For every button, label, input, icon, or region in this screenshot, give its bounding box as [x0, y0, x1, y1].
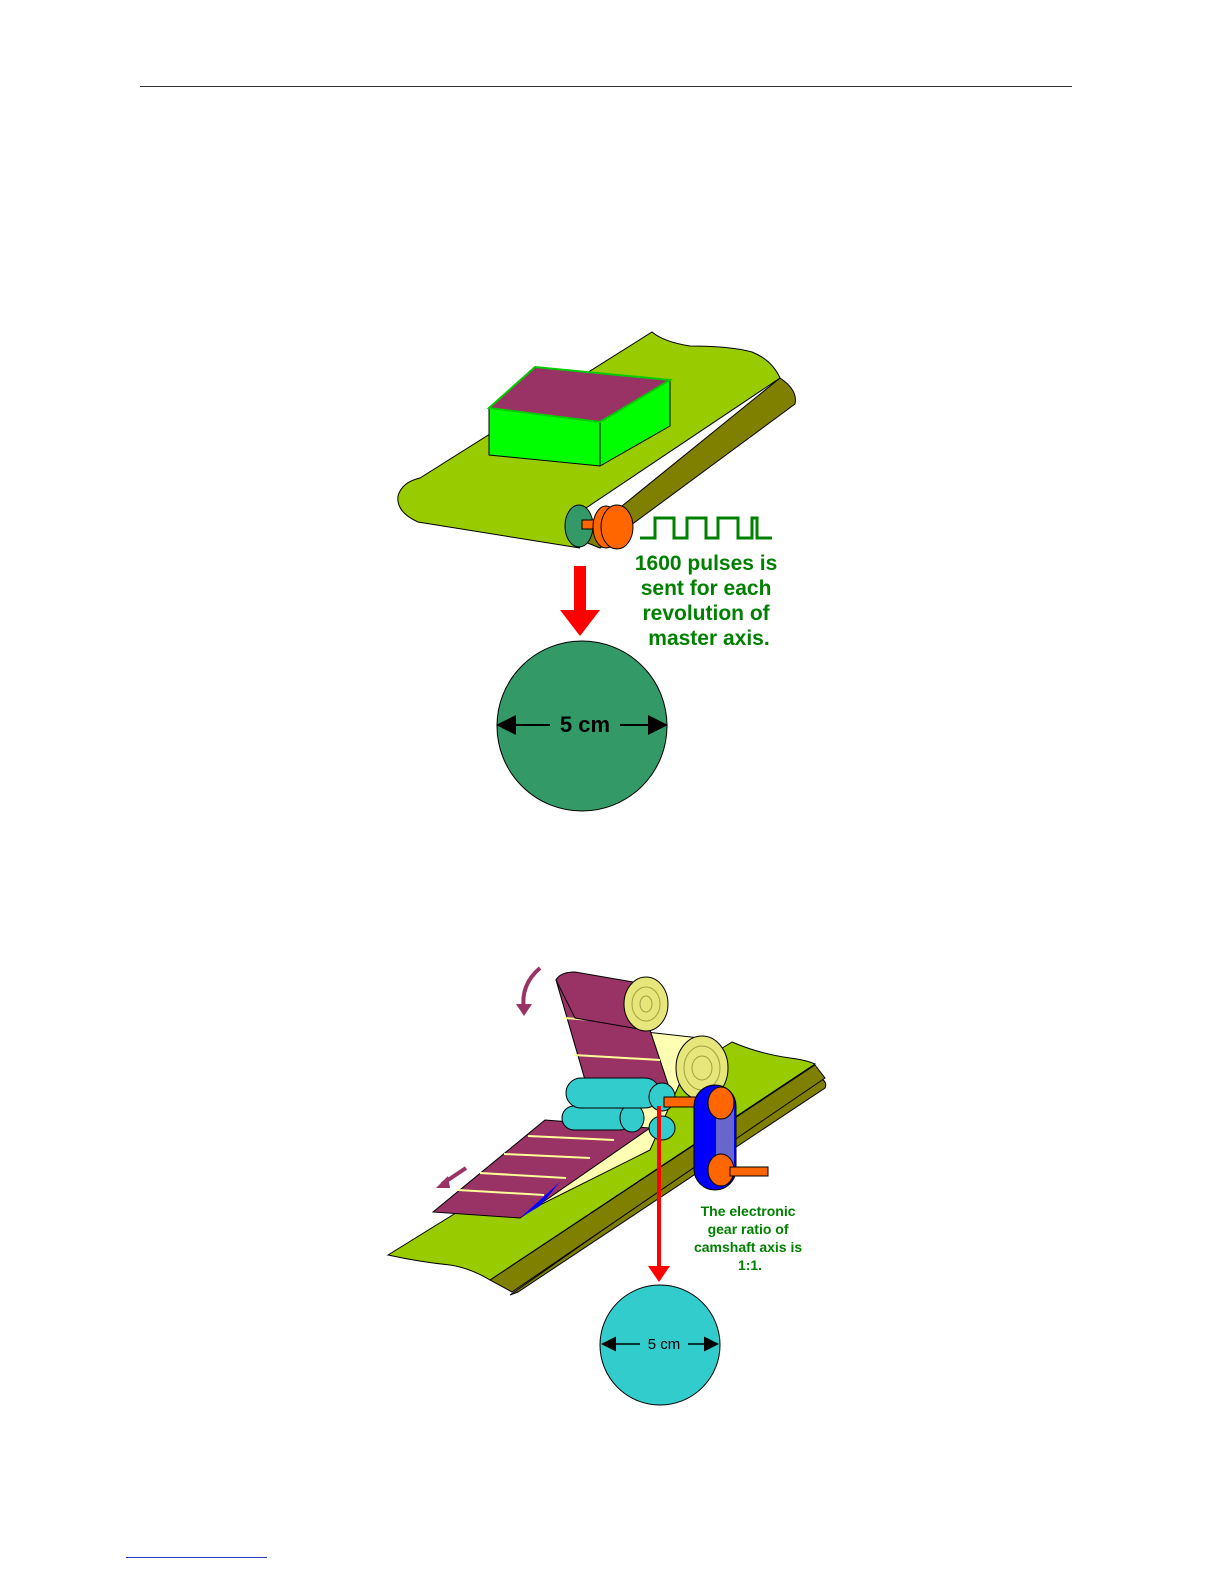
figure-camshaft-axis: The electronic gear ratio of camshaft ax… [388, 968, 826, 1405]
gear-note: The electronic gear ratio of camshaft ax… [694, 1203, 806, 1273]
pulse-note: 1600 pulses is sent for each revolution … [635, 552, 783, 650]
diameter-label-cam: 5 cm [648, 1336, 681, 1353]
encoder [593, 505, 633, 549]
red-arrow-down [560, 566, 600, 636]
footer-rule [126, 1557, 267, 1558]
figure-master-axis: 1600 pulses is sent for each revolution … [398, 332, 796, 811]
pulse-train [640, 518, 772, 538]
diameter-label-master: 5 cm [560, 712, 610, 737]
rotation-arrow [523, 968, 540, 1010]
